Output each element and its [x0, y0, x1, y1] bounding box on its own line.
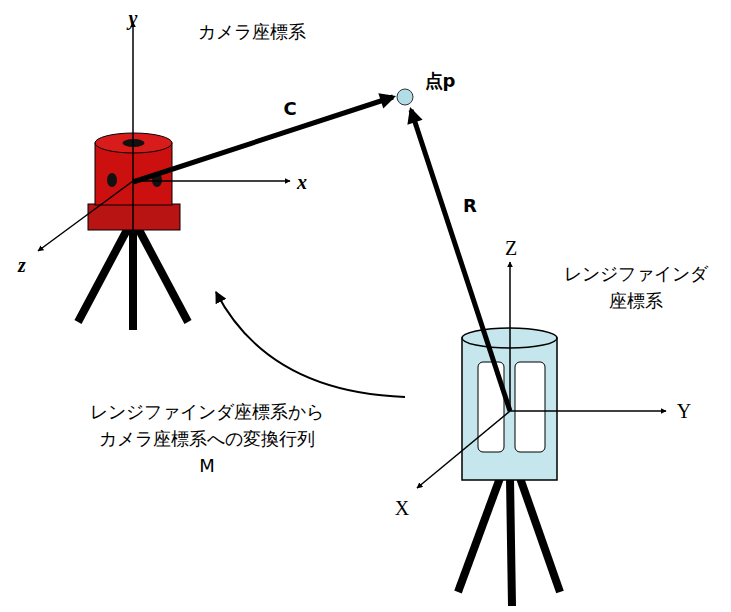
- camera-tripod: [78, 228, 188, 330]
- axis-label: Y: [677, 396, 691, 426]
- vector-label: C: [283, 95, 296, 122]
- point-label: 点p: [425, 67, 456, 94]
- axis-label: X: [395, 493, 409, 523]
- system-label: レンジファインダ 座標系: [564, 260, 708, 314]
- vector-r: [411, 110, 510, 411]
- transform-arrow: [216, 292, 405, 397]
- rangefinder-tripod: [458, 478, 560, 606]
- axis-label: z: [18, 250, 26, 280]
- point-p: [397, 89, 413, 105]
- camera-axes: [38, 22, 290, 251]
- transform-label: レンジファインダ座標系から カメラ座標系への変換行列 M: [90, 398, 324, 479]
- axis-label: y: [129, 3, 138, 33]
- system-label: カメラ座標系: [198, 18, 306, 45]
- axis-label: Z: [505, 233, 517, 263]
- vector-c: [133, 97, 393, 182]
- vector-label: R: [463, 192, 477, 219]
- axis-label: x: [297, 167, 307, 197]
